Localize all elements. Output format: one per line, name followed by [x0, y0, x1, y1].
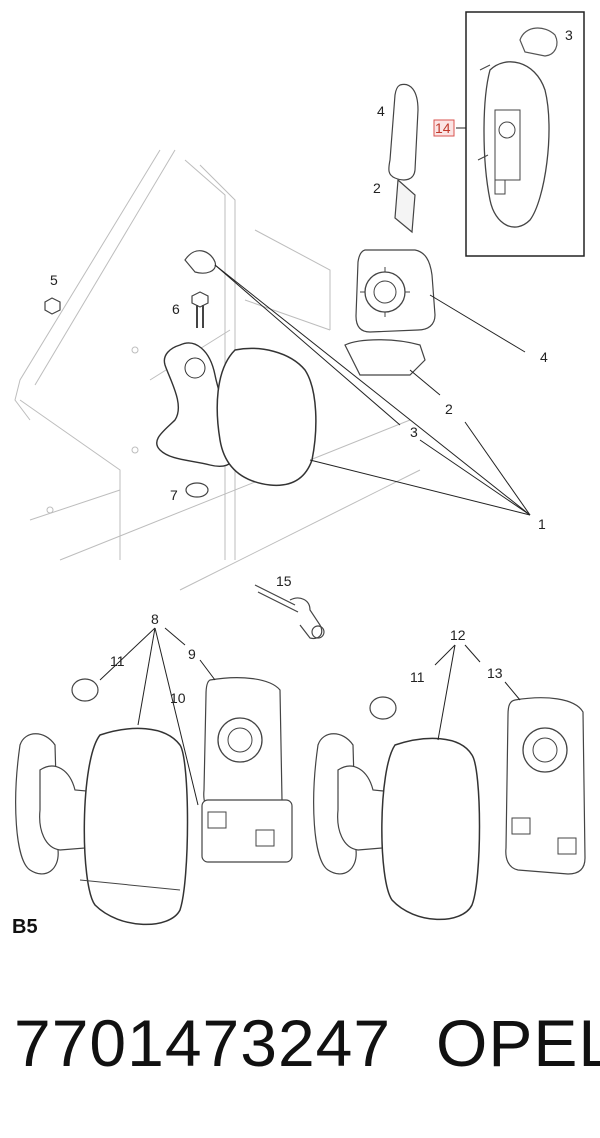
main-mirror-assembly [156, 250, 317, 487]
callout-1: 1 [538, 516, 546, 532]
callout-12: 12 [450, 627, 466, 643]
nut-part [44, 297, 61, 315]
mirror-assembly-left [15, 727, 189, 926]
back-plate-right [505, 697, 586, 875]
mirror-glass [388, 83, 419, 181]
bolt-part [191, 291, 209, 328]
cap-part [519, 27, 558, 57]
callout-4-plate: 4 [540, 349, 548, 365]
callout-8: 8 [151, 611, 159, 627]
glass-cover [394, 178, 416, 234]
cap-left [71, 678, 99, 702]
callout-4-glass: 4 [377, 103, 385, 119]
callout-3-inset: 3 [565, 27, 573, 43]
vehicle-body-outline [14, 149, 421, 591]
cable-part [254, 584, 325, 640]
grommet-part [185, 482, 209, 498]
callout-11-right: 11 [410, 669, 425, 685]
callout-9: 9 [188, 646, 196, 662]
brand-name: OPEL [436, 1006, 600, 1080]
mirror-back-plate [355, 249, 436, 333]
leader-lines-lower [99, 627, 521, 806]
cap-right [369, 696, 397, 720]
callout-15: 15 [276, 573, 292, 589]
callout-2-cover: 2 [373, 180, 381, 196]
section-label: B5 [12, 916, 38, 938]
footer: 7701473247 OPEL [0, 1005, 600, 1105]
callout-3-main: 3 [410, 424, 418, 440]
callout-5: 5 [50, 272, 58, 288]
switch-panel-left [201, 799, 293, 863]
callout-10: 10 [170, 690, 186, 706]
mirror-housing-inset [483, 61, 550, 228]
callout-13: 13 [487, 665, 503, 681]
callout-14: 14 [435, 120, 451, 136]
callout-7: 7 [170, 487, 178, 503]
lower-clip [344, 339, 426, 376]
inset-box [433, 11, 585, 257]
leader-lines-upper [214, 264, 531, 516]
part-number: 7701473247 [14, 1006, 392, 1080]
callout-2-clip: 2 [445, 401, 453, 417]
back-plate-left [203, 677, 283, 816]
callout-11-left: 11 [110, 653, 125, 669]
callout-6: 6 [172, 301, 180, 317]
mirror-assembly-right [313, 733, 481, 921]
parts-diagram: 3 4 14 2 5 6 4 2 3 7 1 15 8 9 11 10 12 1… [14, 11, 586, 926]
